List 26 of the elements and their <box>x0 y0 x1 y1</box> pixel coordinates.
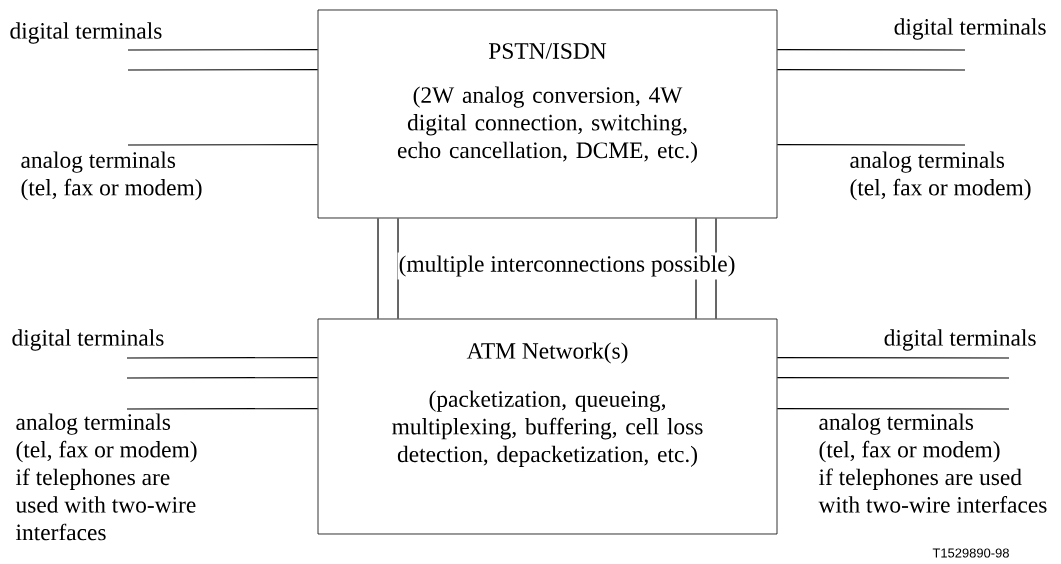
terminal-label: analog terminals (tel, fax or modem) <box>850 151 1031 201</box>
line <box>776 49 966 51</box>
line <box>127 69 319 71</box>
terminal-label: digital terminals <box>884 329 1036 351</box>
line <box>776 144 966 146</box>
line <box>776 69 966 71</box>
terminal-label: digital terminals <box>12 329 164 351</box>
line <box>126 377 319 379</box>
network-box: PSTN/ISDN (2W analog conversion, 4W digital connection, switching, echo cancellation, DCME, etc.) <box>317 9 778 219</box>
line <box>397 217 399 320</box>
line <box>776 377 1010 379</box>
line <box>377 217 379 320</box>
terminal-label: analog terminals (tel, fax or modem) if telephones are used with two-wire interfaces <box>15 413 197 541</box>
figure-number: T1529890-98 <box>932 548 1009 558</box>
terminal-label: analog terminals (tel, fax or modem) <box>21 151 202 201</box>
line <box>127 144 319 146</box>
terminal-label: digital terminals <box>10 22 162 44</box>
line <box>776 408 1010 410</box>
terminal-label: digital terminals <box>894 18 1046 40</box>
line <box>127 49 319 51</box>
terminal-label: analog terminals (tel, fax or modem) if telephones are used with two-wire interfaces <box>818 413 1047 513</box>
connection-note: (multiple interconnections possible) <box>397 252 737 280</box>
network-box: ATM Network(s) (packetization, queueing, multiplexing, buffering, cell loss detection, depacketization, etc.) <box>317 318 778 535</box>
line <box>126 408 319 410</box>
line <box>776 357 1010 359</box>
line <box>126 357 319 359</box>
